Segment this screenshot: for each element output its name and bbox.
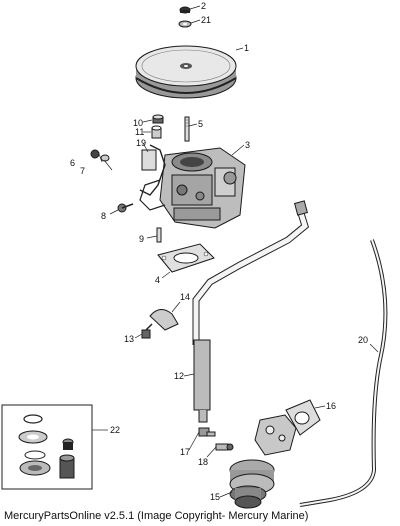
part-15-fuel-pump	[229, 414, 297, 509]
callout-3: 3	[245, 140, 250, 150]
callout-4: 4	[155, 275, 160, 285]
part-1-air-cleaner	[135, 45, 237, 99]
callout-8: 8	[101, 211, 106, 221]
part-14-clamp	[149, 309, 179, 331]
callout-12: 12	[174, 371, 184, 381]
copyright-footer: MercuryPartsOnline v2.5.1 (Image Copyrig…	[4, 510, 309, 522]
part-4-gasket	[157, 243, 215, 273]
callout-11: 11	[135, 127, 144, 137]
part-7-washer	[100, 154, 110, 162]
callout-6: 6	[70, 158, 75, 168]
part-10-nut	[152, 114, 164, 124]
callout-1: 1	[244, 43, 249, 53]
part-16-gasket	[285, 399, 321, 436]
part-12-fuel-line	[192, 200, 310, 423]
part-19-choke	[139, 144, 166, 196]
part-20-hose	[299, 239, 388, 507]
part-2-nut	[179, 6, 191, 14]
callout-22: 22	[110, 425, 120, 435]
callout-5: 5	[198, 119, 203, 129]
part-6-nut	[90, 149, 100, 159]
part-11-sleeve	[151, 125, 162, 139]
part-9-stud	[156, 227, 162, 243]
callout-20: 20	[358, 335, 368, 345]
callout-16: 16	[326, 401, 336, 411]
part-17-fitting	[198, 427, 216, 437]
callout-7: 7	[80, 166, 85, 176]
callout-14: 14	[180, 292, 190, 302]
callout-9: 9	[139, 234, 144, 244]
callout-15: 15	[210, 492, 220, 502]
callout-13: 13	[124, 334, 134, 344]
callout-17: 17	[180, 447, 190, 457]
part-5-stud	[184, 116, 190, 142]
part-13-bolt	[141, 323, 153, 339]
callout-2: 2	[201, 1, 206, 11]
part-3-carburetor	[139, 147, 246, 229]
callout-21: 21	[201, 15, 211, 25]
part-22-kit	[1, 404, 93, 490]
callout-10: 10	[133, 118, 143, 128]
callout-18: 18	[198, 457, 208, 467]
part-8-screw	[117, 203, 134, 213]
callout-labels: 2 21 1 3 4 5 6 7 8 9 10 11 19 12 13 14 1…	[70, 1, 368, 502]
part-18-fitting	[215, 443, 234, 451]
part-21-washer	[178, 20, 192, 28]
callout-19: 19	[136, 138, 146, 148]
leader-lines	[92, 5, 379, 498]
